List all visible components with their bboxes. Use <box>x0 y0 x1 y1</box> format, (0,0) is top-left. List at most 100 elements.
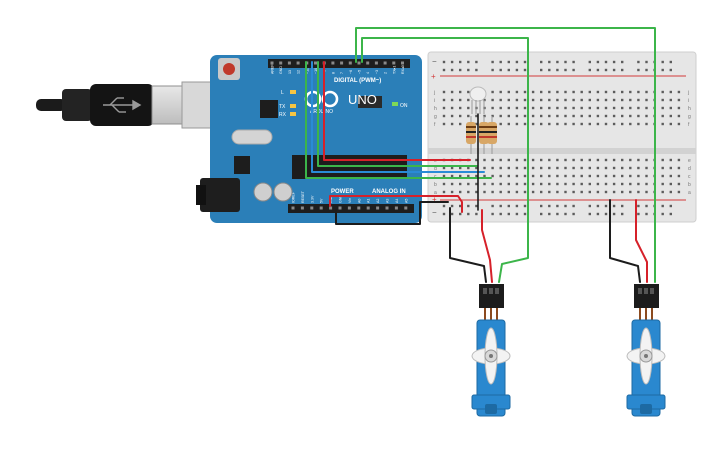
rail-hole[interactable] <box>612 68 616 72</box>
breadboard-hole[interactable] <box>450 114 454 118</box>
header-pin[interactable] <box>296 61 300 65</box>
breadboard-hole[interactable] <box>442 174 446 178</box>
wire-green-servo-1[interactable] <box>361 37 529 283</box>
breadboard-hole[interactable] <box>548 190 551 194</box>
breadboard-hole[interactable] <box>548 122 551 126</box>
breadboard-hole[interactable] <box>531 182 535 186</box>
breadboard-hole[interactable] <box>556 114 559 118</box>
breadboard-hole[interactable] <box>531 90 535 94</box>
breadboard-hole[interactable] <box>621 106 624 110</box>
breadboard-hole[interactable] <box>556 174 559 178</box>
header-pin[interactable] <box>404 206 408 210</box>
breadboard-hole[interactable] <box>459 122 462 126</box>
breadboard-hole[interactable] <box>442 166 446 170</box>
rail-hole[interactable] <box>564 204 567 208</box>
breadboard-hole[interactable] <box>507 106 510 110</box>
breadboard-hole[interactable] <box>596 114 600 118</box>
breadboard-hole[interactable] <box>572 98 575 102</box>
rail-hole[interactable] <box>475 204 478 208</box>
rail-hole[interactable] <box>588 204 591 208</box>
rail-hole[interactable] <box>556 68 559 72</box>
breadboard-hole[interactable] <box>637 106 640 110</box>
breadboard-hole[interactable] <box>564 90 567 94</box>
breadboard-hole[interactable] <box>523 122 527 126</box>
breadboard-hole[interactable] <box>621 114 624 118</box>
breadboard-hole[interactable] <box>475 114 478 118</box>
breadboard-hole[interactable] <box>621 158 624 162</box>
breadboard-hole[interactable] <box>507 122 510 126</box>
breadboard-hole[interactable] <box>491 90 494 94</box>
breadboard-hole[interactable] <box>604 122 608 126</box>
breadboard-hole[interactable] <box>475 122 478 126</box>
breadboard-hole[interactable] <box>669 190 672 194</box>
breadboard-hole[interactable] <box>669 114 672 118</box>
breadboard-hole[interactable] <box>523 98 527 102</box>
breadboard-hole[interactable] <box>588 166 591 170</box>
breadboard-hole[interactable] <box>467 114 470 118</box>
breadboard-hole[interactable] <box>580 98 583 102</box>
breadboard-hole[interactable] <box>629 166 632 170</box>
wire-green-servo-2[interactable] <box>355 27 656 283</box>
breadboard-hole[interactable] <box>491 98 494 102</box>
header-pin[interactable] <box>366 61 370 65</box>
rail-hole[interactable] <box>612 212 616 216</box>
breadboard-hole[interactable] <box>450 174 454 178</box>
wire-red-rgb[interactable] <box>323 61 471 161</box>
wire-red-servo-2[interactable] <box>635 199 648 283</box>
breadboard-hole[interactable] <box>596 174 600 178</box>
breadboard-hole[interactable] <box>564 166 567 170</box>
rail-hole[interactable] <box>645 68 648 72</box>
breadboard-hole[interactable] <box>596 190 600 194</box>
breadboard-hole[interactable] <box>564 106 567 110</box>
breadboard-hole[interactable] <box>661 166 664 170</box>
rail-hole[interactable] <box>523 68 527 72</box>
breadboard-hole[interactable] <box>645 174 648 178</box>
breadboard-hole[interactable] <box>629 90 632 94</box>
breadboard-hole[interactable] <box>475 166 478 170</box>
breadboard-hole[interactable] <box>564 122 567 126</box>
rail-hole[interactable] <box>442 60 446 64</box>
breadboard-hole[interactable] <box>612 122 616 126</box>
breadboard-hole[interactable] <box>669 106 672 110</box>
breadboard-hole[interactable] <box>596 158 600 162</box>
header-pin[interactable] <box>291 206 295 210</box>
breadboard-hole[interactable] <box>540 182 543 186</box>
breadboard-hole[interactable] <box>669 122 672 126</box>
breadboard-hole[interactable] <box>588 114 591 118</box>
breadboard-hole[interactable] <box>677 114 681 118</box>
breadboard-hole[interactable] <box>523 106 527 110</box>
breadboard-hole[interactable] <box>531 98 535 102</box>
breadboard-hole[interactable] <box>540 174 543 178</box>
breadboard-hole[interactable] <box>637 174 640 178</box>
breadboard-hole[interactable] <box>499 114 502 118</box>
breadboard-hole[interactable] <box>556 122 559 126</box>
breadboard-hole[interactable] <box>467 190 470 194</box>
breadboard-hole[interactable] <box>499 166 502 170</box>
breadboard-hole[interactable] <box>588 182 591 186</box>
breadboard-hole[interactable] <box>459 190 462 194</box>
breadboard-hole[interactable] <box>637 190 640 194</box>
breadboard-hole[interactable] <box>515 174 519 178</box>
rail-hole[interactable] <box>515 204 519 208</box>
breadboard-hole[interactable] <box>491 190 494 194</box>
breadboard-hole[interactable] <box>564 114 567 118</box>
breadboard-hole[interactable] <box>507 182 510 186</box>
rail-hole[interactable] <box>475 60 478 64</box>
header-pin[interactable] <box>331 61 335 65</box>
breadboard-hole[interactable] <box>564 98 567 102</box>
breadboard-hole[interactable] <box>483 174 486 178</box>
breadboard-hole[interactable] <box>661 122 664 126</box>
breadboard-hole[interactable] <box>459 106 462 110</box>
breadboard-hole[interactable] <box>677 98 681 102</box>
wire-black-gnd[interactable] <box>335 201 449 225</box>
breadboard-hole[interactable] <box>621 166 624 170</box>
rail-hole[interactable] <box>499 60 502 64</box>
breadboard-hole[interactable] <box>588 158 591 162</box>
rail-hole[interactable] <box>507 212 510 216</box>
breadboard-hole[interactable] <box>531 114 535 118</box>
breadboard-hole[interactable] <box>459 182 462 186</box>
rail-hole[interactable] <box>442 68 446 72</box>
breadboard-hole[interactable] <box>515 114 519 118</box>
breadboard-hole[interactable] <box>475 158 478 162</box>
breadboard-hole[interactable] <box>604 190 608 194</box>
